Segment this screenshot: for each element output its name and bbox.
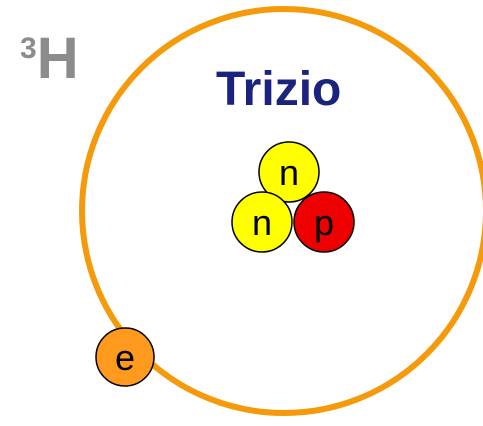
nucleus: n n p <box>231 141 355 253</box>
electron-orbit <box>79 6 483 416</box>
isotope-symbol: 3H <box>20 30 79 88</box>
electron-label: e <box>115 337 135 378</box>
proton <box>293 191 355 253</box>
element-symbol: H <box>36 26 79 91</box>
proton-label: p <box>314 202 334 243</box>
electron: e <box>95 327 155 387</box>
electron-particle <box>95 327 155 387</box>
neutron-top-label: n <box>279 152 299 193</box>
neutron-left <box>231 191 293 253</box>
neutron-left-label: n <box>252 202 272 243</box>
page-title: Trizio <box>216 63 342 116</box>
mass-number: 3 <box>20 32 37 65</box>
neutron-top <box>258 141 320 203</box>
